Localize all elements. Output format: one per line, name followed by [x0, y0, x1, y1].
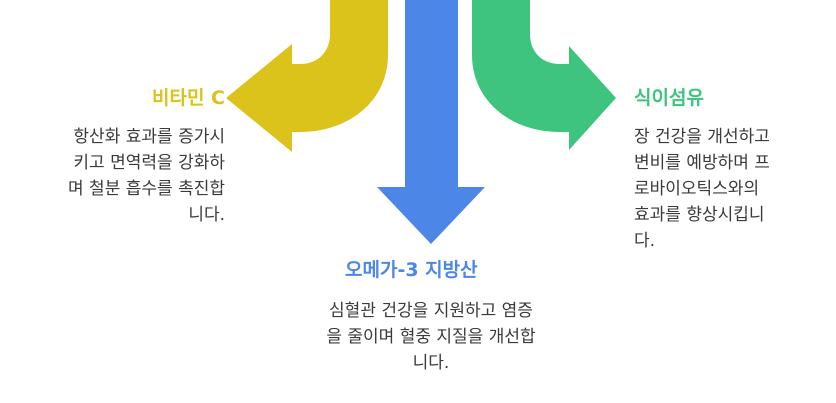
fiber-arrow	[472, 0, 616, 150]
fiber-line: 다.	[634, 231, 656, 251]
vitamin-c-line: 니다.	[188, 205, 225, 225]
omega-3-title: 오메가-3 지방산	[345, 259, 478, 281]
omega-3-description: 심혈관 건강을 지원하고 염증 을 줄이며 혈중 지질을 개선합 니다.	[270, 298, 592, 376]
vitamin-c-line: 며 철분 흡수를 촉진합	[68, 179, 225, 199]
fiber-line: 로바이오틱스와의	[634, 179, 760, 199]
vitamin-c-arrow	[226, 0, 388, 152]
fiber-line: 변비를 예방하며 프	[634, 153, 770, 173]
fiber-description: 장 건강을 개선하고 변비를 예방하며 프 로바이오틱스와의 효과를 향상시킵니…	[634, 124, 770, 254]
vitamin-c-line: 항산화 효과를 증가시	[73, 127, 225, 147]
fiber-title: 식이섬유	[634, 87, 704, 109]
fiber-line: 효과를 향상시킵니	[634, 205, 765, 225]
omega-3-arrow	[377, 0, 485, 244]
vitamin-c-title: 비타민 C	[152, 87, 225, 109]
vitamin-c-description: 항산화 효과를 증가시 키고 면역력을 강화하 며 철분 흡수를 촉진합 니다.	[68, 124, 225, 228]
vitamin-c-line: 키고 면역력을 강화하	[73, 153, 225, 173]
fiber-line: 장 건강을 개선하고	[634, 127, 770, 147]
omega-3-line: 을 줄이며 혈중 지질을 개선합	[326, 327, 536, 347]
omega-3-line: 심혈관 건강을 지원하고 염증	[329, 301, 533, 321]
omega-3-line: 니다.	[412, 353, 450, 373]
